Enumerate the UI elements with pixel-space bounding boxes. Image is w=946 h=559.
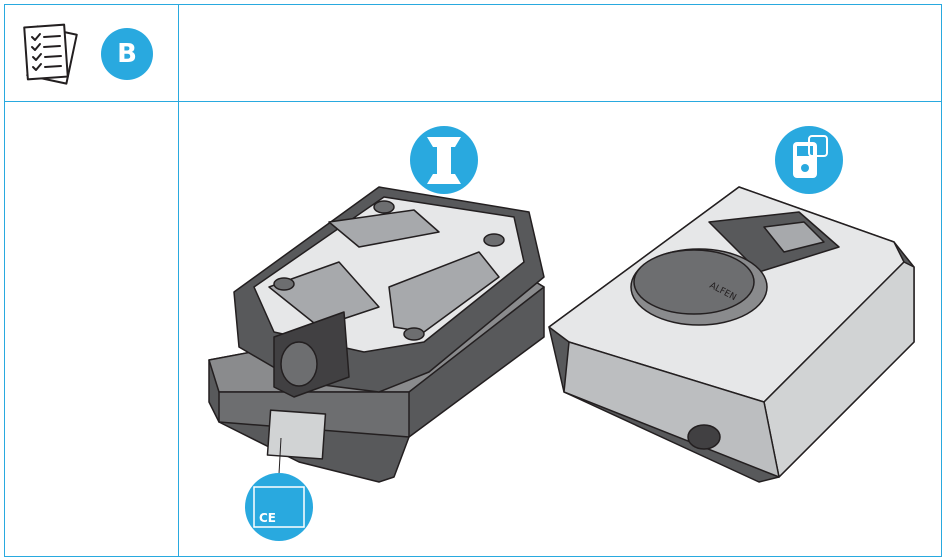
side-cell	[4, 101, 179, 557]
illustration-cell	[178, 101, 942, 557]
ce-mark: CE	[259, 511, 276, 525]
charger-back-view	[208, 186, 545, 483]
mounting-bracket-icon	[410, 126, 478, 194]
type-label-icon: CE	[245, 437, 313, 541]
charger-display-icon	[775, 126, 843, 194]
charger-front-view: ALFEN	[548, 186, 915, 483]
charger-illustration: ALFEN CE	[208, 126, 915, 541]
checklist-icon	[23, 23, 78, 85]
header-content-cell	[178, 4, 942, 102]
step-badge: B	[101, 28, 153, 80]
